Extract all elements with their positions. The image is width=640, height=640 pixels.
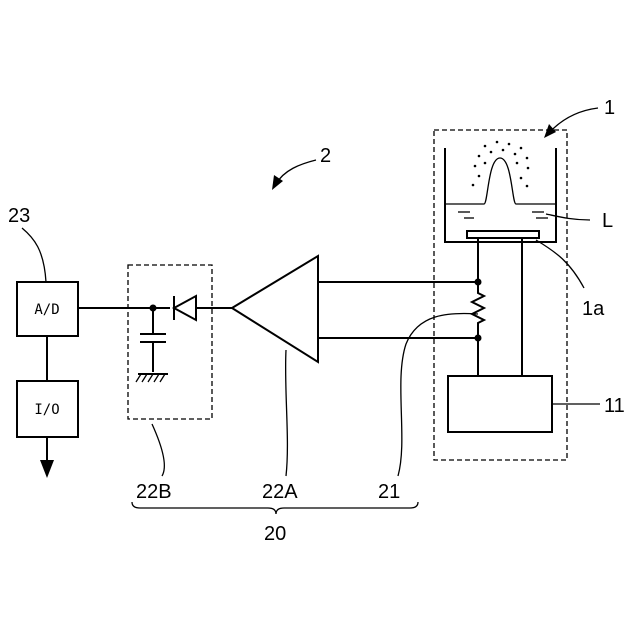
driver-11 — [448, 376, 552, 432]
ref-label-22a: 22A — [262, 481, 298, 503]
transducer-1a — [467, 231, 539, 238]
io-label: I/O — [34, 402, 59, 418]
ground-icon — [136, 374, 168, 382]
diode-icon — [174, 296, 196, 320]
leader-22b — [152, 424, 164, 476]
ref-label-20: 20 — [264, 523, 286, 545]
resistor-21 — [472, 282, 484, 338]
ref-label-2: 2 — [320, 145, 331, 167]
amplifier-22a — [232, 256, 318, 362]
arrow-1-head-icon — [544, 124, 556, 138]
ad-converter-label: A/D — [34, 302, 59, 318]
ref-label-22b: 22B — [136, 481, 172, 503]
ad-converter-block: A/D — [17, 282, 78, 336]
mist-droplets — [472, 141, 530, 188]
leader-23 — [22, 228, 46, 282]
liquid-container — [445, 148, 556, 242]
brace-20 — [132, 502, 418, 514]
liquid-hatch — [458, 212, 548, 218]
liquid-surface-fountain — [445, 158, 556, 204]
leader-1a — [536, 240, 584, 288]
ref-label-1a: 1a — [582, 298, 605, 320]
ref-label-L: L — [602, 210, 613, 232]
ref-label-23: 23 — [8, 205, 30, 227]
io-block: I/O — [17, 381, 78, 437]
leader-L — [546, 214, 590, 220]
ref-label-1: 1 — [604, 97, 615, 119]
leader-22a — [286, 350, 288, 476]
ref-label-11: 11 — [604, 395, 625, 417]
ref-label-21: 21 — [378, 481, 400, 503]
output-arrow-icon — [40, 460, 54, 478]
